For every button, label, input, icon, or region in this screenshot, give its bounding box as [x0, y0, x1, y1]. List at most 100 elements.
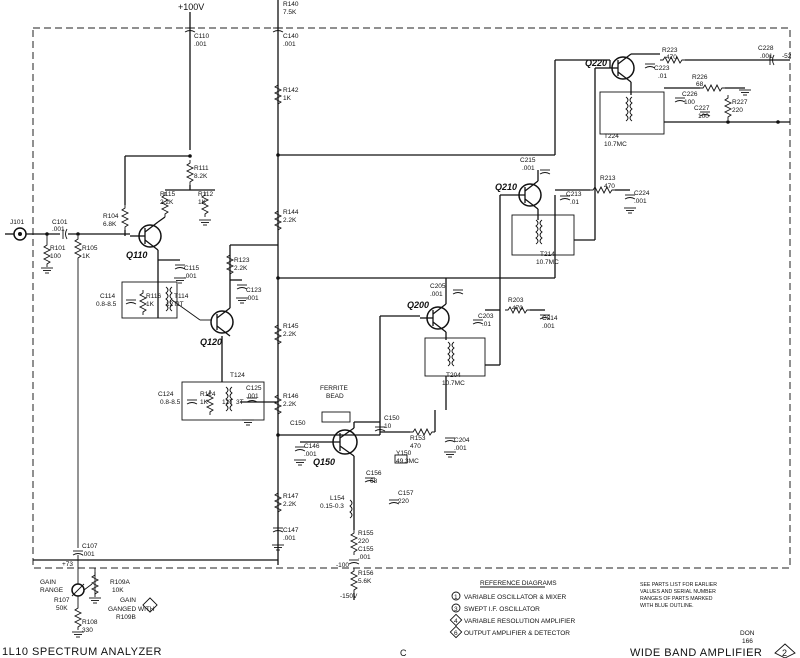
- label-minus100: -100: [336, 562, 349, 569]
- label-c227: C227: [694, 105, 710, 112]
- label-c205-val: .001: [430, 291, 443, 298]
- label-r223-val: 470: [666, 54, 677, 61]
- label-c101: C101: [52, 219, 68, 226]
- ref-num-diamond-6: [449, 625, 463, 639]
- reference-num-4: 4: [454, 618, 458, 625]
- label-r227-val: 220: [732, 107, 743, 114]
- label-c107-val: .001: [82, 551, 95, 558]
- reference-item-1: VARIABLE OSCILLATOR & MIXER: [464, 594, 567, 601]
- label-r109a: R109A: [110, 579, 131, 586]
- label-c150: C150: [384, 415, 400, 422]
- note-line-1: SEE PARTS LIST FOR EARLIER: [640, 582, 717, 588]
- label-c215-val: .001: [522, 165, 535, 172]
- label-r116-val: 1K: [146, 301, 155, 308]
- q210-stage: [499, 169, 637, 310]
- label-r115: R115: [160, 191, 175, 198]
- label-c214-val: .001: [542, 323, 555, 330]
- label-c228: C228: [758, 45, 774, 52]
- reference-item-2: SWEPT I.F. OSCILLATOR: [464, 606, 540, 613]
- center-chain: [184, 27, 285, 551]
- label-c204-val: .001: [454, 445, 467, 452]
- label-ganged-1: GANGED WITH: [108, 606, 155, 613]
- label-r145: R145: [283, 323, 299, 330]
- label-c150b: C150: [290, 420, 306, 427]
- footer: 1L10 SPECTRUM ANALYZER C DON 166 WIDE BA…: [2, 630, 796, 658]
- label-r101: R101: [50, 245, 66, 252]
- diagram-number-diamond: [774, 643, 796, 658]
- label-c228-val: .001: [760, 53, 773, 60]
- q220-stage: [594, 53, 790, 190]
- label-c115-val: .001: [184, 273, 197, 280]
- reference-num-2: 3: [454, 606, 458, 613]
- label-c213: C213: [566, 191, 582, 198]
- label-c147-val: .001: [283, 535, 296, 542]
- label-r142-val: 1K: [283, 95, 292, 102]
- label-c110-val: .001: [194, 41, 207, 48]
- reference-item-6: OUTPUT AMPLIFIER & DETECTOR: [464, 630, 570, 637]
- input-section: [5, 227, 278, 638]
- label-c224-val: .001: [634, 198, 647, 205]
- label-r203: R203: [508, 297, 524, 304]
- label-r227: R227: [732, 99, 748, 106]
- label-r123: R123: [234, 257, 250, 264]
- label-r156: R156: [358, 570, 374, 577]
- label-c124: C124: [158, 391, 174, 398]
- label-r124-val: 1K: [200, 399, 209, 406]
- label-c114-val: 0.8-8.5: [96, 301, 117, 308]
- label-c213-val: .01: [570, 199, 579, 206]
- label-c146-val: .001: [304, 451, 317, 458]
- ref-num-circle-2: [451, 603, 461, 613]
- label-gain-range-1: GAIN: [40, 579, 56, 586]
- ref-num-diamond-4: [449, 613, 463, 627]
- reference-title: REFERENCE DIAGRAMS: [480, 580, 557, 587]
- label-t114: T114: [174, 293, 189, 300]
- label-c107: C107: [82, 543, 98, 550]
- label-r111-val: 8.2K: [194, 173, 208, 180]
- label-r116: R116: [146, 293, 161, 300]
- label-c125: C125: [246, 385, 262, 392]
- label-r146: R146: [283, 393, 299, 400]
- label-r140: R140: [283, 1, 299, 8]
- label-r123-val: 2.2K: [234, 265, 248, 272]
- label-y150-val: 49.3MC: [396, 458, 419, 465]
- label-t214-val: 10.7MC: [536, 259, 559, 266]
- label-r115-val: 2.2K: [160, 199, 174, 206]
- label-c156: C156: [366, 470, 382, 477]
- label-c147: C147: [283, 527, 299, 534]
- label-r213: R213: [600, 175, 616, 182]
- label-r203-val: 470: [512, 305, 523, 312]
- q120-stage: [181, 244, 278, 426]
- label-c157: C157: [398, 490, 414, 497]
- parts-note: SEE PARTS LIST FOR EARLIER VALUES AND SE…: [640, 582, 717, 609]
- label-c156-val: 68: [370, 478, 378, 485]
- label-r155-val: 220: [358, 538, 369, 545]
- label-r144-val: 2.2K: [283, 217, 297, 224]
- label-gain-range-2: RANGE: [40, 587, 64, 594]
- label-c114: C114: [100, 293, 115, 300]
- label-r145-val: 2.2K: [283, 331, 297, 338]
- note-line-3: RANGES OF PARTS MARKED: [640, 596, 713, 602]
- component-labels: +100V R140 7.5K C110 .001 C140 .001 R142…: [10, 1, 792, 634]
- label-r107: R107: [54, 597, 70, 604]
- label-r107-val: 50K: [56, 605, 68, 612]
- note-line-4: WITH BLUE OUTLINE.: [640, 603, 694, 609]
- label-q220: Q220: [585, 58, 607, 68]
- ref-num-circle-1: [451, 591, 461, 601]
- note-line-2: VALUES AND SERIAL NUMBER: [640, 589, 716, 595]
- label-r155: R155: [358, 530, 374, 537]
- label-q210: Q210: [495, 182, 517, 192]
- label-c214: C214: [542, 315, 558, 322]
- label-c150-val: 10: [384, 423, 392, 430]
- label-q200: Q200: [407, 300, 429, 310]
- label-c124-val: 0.8-8.5: [160, 399, 181, 406]
- footer-drawn-1: DON: [740, 630, 755, 637]
- label-ferrite: FERRITE: [320, 385, 348, 392]
- label-j101: J101: [10, 219, 24, 226]
- q200-stage: [420, 278, 551, 410]
- label-ganged-2: R109B: [116, 614, 136, 621]
- label-c140: C140: [283, 33, 299, 40]
- label-r146-val: 2.2K: [283, 401, 297, 408]
- label-r226-val: 68: [696, 81, 704, 88]
- label-c205: C205: [430, 283, 446, 290]
- footer-center: C: [400, 648, 407, 658]
